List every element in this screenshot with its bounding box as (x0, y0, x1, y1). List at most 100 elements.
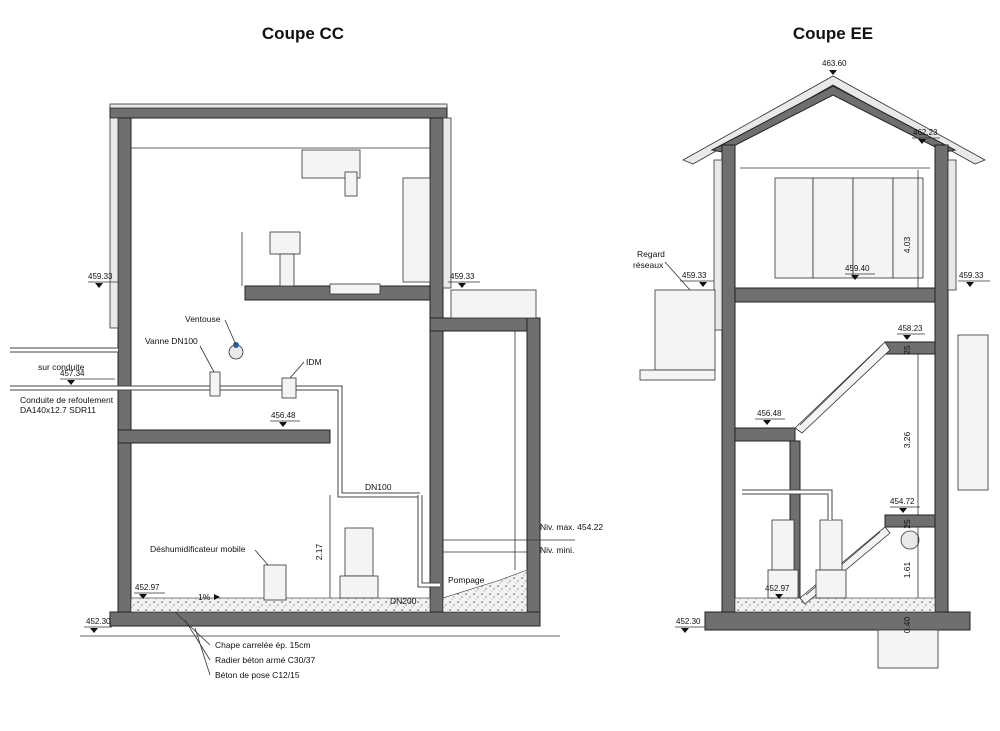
ee-left-wall (721, 144, 736, 615)
mid-floor-slab (117, 429, 331, 444)
svg-text:462.23: 462.23 (913, 128, 938, 137)
discharge-pipe-inner (10, 386, 420, 497)
svg-text:452.30: 452.30 (676, 617, 701, 626)
dim-upper-height: 4.03 (902, 236, 912, 253)
motor-unit (269, 231, 301, 255)
svg-text:459.33: 459.33 (959, 271, 984, 280)
switchboard-2 (812, 177, 854, 279)
ee-header-pipe (742, 489, 833, 520)
ee-outside-stair (957, 334, 989, 491)
roof-gable (682, 75, 986, 165)
idm-meter (281, 377, 297, 399)
label-ventouse: Ventouse (185, 314, 221, 324)
svg-text:456.48: 456.48 (271, 411, 296, 420)
svg-text:452.97: 452.97 (135, 583, 160, 592)
level-pump-floor: 452.97 (765, 584, 790, 599)
vanne-valve (209, 371, 221, 397)
switchboard-4 (892, 177, 924, 279)
label-conduite-2: DA140x12.7 SDR11 (20, 405, 96, 415)
label-pompage: Pompage (448, 575, 485, 585)
outside-terrace (450, 289, 537, 319)
roof-edge (109, 103, 448, 109)
roof-slab (109, 106, 448, 119)
level-roof-left: 459.33 (88, 272, 118, 288)
label-dn200: DN200 (390, 596, 417, 606)
roof-structure (710, 85, 957, 153)
ee-header-pipe-inner (742, 490, 832, 520)
ee-left-cladding (713, 159, 723, 331)
riser-pipe-inner (418, 495, 440, 587)
base-slab (109, 611, 541, 627)
svg-text:458.23: 458.23 (898, 324, 923, 333)
label-niv-max: Niv. max. 454.22 (540, 522, 603, 532)
label-vanne: Vanne DN100 (145, 336, 198, 346)
ee-right-cladding (947, 159, 957, 291)
level-roof-right: 459.33 (448, 272, 480, 288)
ee-mid-floor (734, 427, 796, 442)
level-ee-mid-floor: 456.48 (755, 409, 785, 425)
left-wall (117, 117, 132, 615)
dim-stair-upper: 25 (902, 345, 912, 355)
label-niv-mini: Niv. mini. (540, 545, 574, 555)
label-sur-conduite: sur conduite (38, 362, 85, 372)
regard-box (654, 289, 716, 371)
level-mid-floor: 456.48 (270, 411, 300, 427)
level-eave: 462.23 (912, 128, 940, 144)
svg-text:452.97: 452.97 (765, 584, 790, 593)
ee-pump-1 (771, 519, 795, 571)
svg-text:463.60: 463.60 (822, 59, 847, 68)
svg-text:457.34: 457.34 (60, 369, 85, 378)
right-wall (429, 117, 444, 615)
ee-tank (900, 530, 920, 550)
ee-screed (734, 597, 936, 613)
ee-pump-base-2 (815, 569, 847, 599)
level-landing: 458.23 (897, 324, 925, 340)
svg-text:459.40: 459.40 (845, 264, 870, 273)
stair-steps-upper (799, 346, 881, 426)
left-cladding (109, 117, 119, 329)
label-regard-1: Regard (637, 249, 665, 259)
well-top-slab (429, 317, 541, 332)
switchboard-3 (852, 177, 894, 279)
label-regard-2: réseaux (633, 260, 664, 270)
label-slope: 1% (198, 592, 211, 602)
title-coupe-cc: Coupe CC (262, 24, 344, 43)
switchboard-1 (774, 177, 814, 279)
level-ridge: 463.60 (822, 59, 847, 75)
motor-base (279, 253, 295, 287)
electrical-cabinet (402, 177, 431, 283)
svg-text:452.30: 452.30 (86, 617, 111, 626)
stair-upper (794, 341, 891, 434)
label-idm: IDM (306, 357, 322, 367)
svg-text:454.72: 454.72 (890, 497, 915, 506)
right-cladding (442, 117, 452, 289)
ee-base-slab (704, 611, 971, 631)
ee-landing-lower (884, 514, 936, 528)
svg-text:459.33: 459.33 (682, 271, 707, 280)
dehumidifier (263, 564, 287, 601)
dim-stair-lower: 25 (902, 519, 912, 529)
level-conduite: 457.34 (60, 369, 115, 385)
regard-base (639, 369, 716, 381)
legend-beton: Béton de pose C12/15 (215, 670, 300, 680)
level-regard: 459.33 (680, 271, 714, 287)
label-conduite-1: Conduite de refoulement (20, 395, 114, 405)
legend-chape: Chape carrelée ép. 15cm (215, 640, 310, 650)
svg-text:459.33: 459.33 (88, 272, 113, 281)
well-bottom (442, 569, 528, 613)
level-lower-landing: 454.72 (890, 497, 920, 513)
level-upper-floor: 459.40 (845, 264, 875, 280)
level-right: 459.33 (958, 271, 990, 287)
dim-slab: 0.40 (902, 616, 912, 633)
coupe-cc: 2.17 459.33 459.33 457.34 456.48 452.97 (10, 103, 603, 680)
level-floor: 452.97 (134, 583, 165, 599)
pump-body (344, 527, 374, 577)
label-deshumidificateur: Déshumidificateur mobile (150, 544, 246, 554)
ee-right-wall (934, 144, 949, 615)
ee-upper-floor (734, 287, 936, 303)
svg-text:459.33: 459.33 (450, 272, 475, 281)
well-outer-wall (526, 317, 541, 615)
pump-base (339, 575, 379, 599)
level-base: 452.30 (84, 617, 112, 633)
